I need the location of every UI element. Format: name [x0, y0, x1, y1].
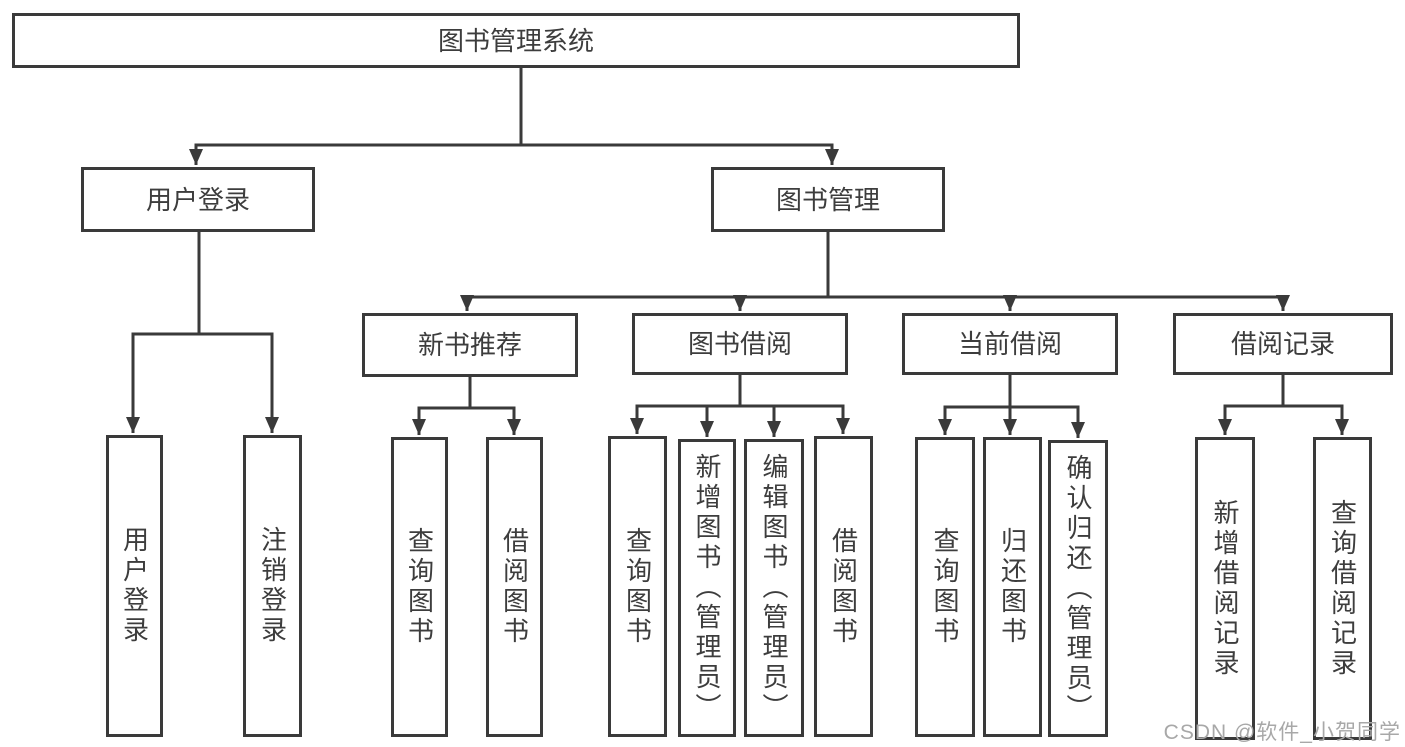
- leaf-confirm-return-admin: 确认归还（管理员）: [1048, 440, 1108, 737]
- node-user-login: 用户登录: [81, 167, 315, 232]
- connector-current-borrowing: [938, 373, 1085, 438]
- watermark: CSDN @软件_小贺同学: [1163, 721, 1401, 744]
- leaf-query-books-new: 查询图书: [391, 437, 448, 737]
- leaf-query-borrow-record: 查询借阅记录: [1313, 437, 1372, 740]
- connector-user-login: [126, 230, 279, 433]
- node-current-borrowing: 当前借阅: [902, 313, 1118, 375]
- leaf-query-books-current: 查询图书: [915, 437, 975, 737]
- leaf-add-book-admin: 新增图书（管理员）: [678, 439, 736, 737]
- leaf-query-books-borrowing: 查询图书: [608, 436, 667, 737]
- connector-borrowing-records: [1218, 373, 1349, 435]
- leaf-borrow-books-new: 借阅图书: [486, 437, 543, 737]
- node-book-borrowing: 图书借阅: [632, 313, 848, 375]
- connector-new-book: [412, 375, 521, 435]
- leaf-add-borrow-record: 新增借阅记录: [1195, 437, 1255, 740]
- leaf-borrow-books-borrowing: 借阅图书: [814, 436, 873, 737]
- connector-book-borrowing: [630, 373, 850, 437]
- node-borrowing-records: 借阅记录: [1173, 313, 1393, 375]
- leaf-edit-book-admin: 编辑图书（管理员）: [744, 439, 804, 737]
- connector-book-management: [460, 230, 1290, 311]
- leaf-user-login: 用户登录: [106, 435, 163, 737]
- node-book-management: 图书管理: [711, 167, 945, 232]
- node-library-management-system: 图书管理系统: [12, 13, 1020, 68]
- connector-root-to-level2: [189, 68, 839, 165]
- leaf-logout: 注销登录: [243, 435, 302, 737]
- node-new-book-recommendation: 新书推荐: [362, 313, 578, 377]
- leaf-return-book: 归还图书: [983, 437, 1042, 737]
